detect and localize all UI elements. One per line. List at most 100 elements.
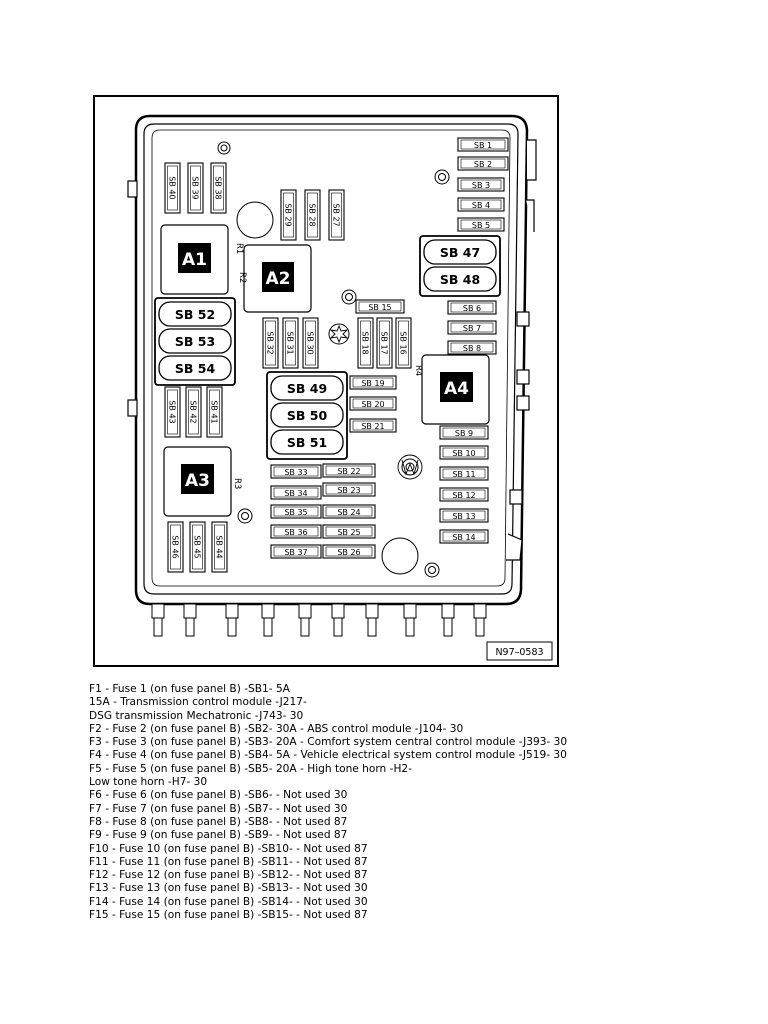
- fuse-sb19: SB 19: [349, 375, 397, 390]
- svg-text:A4: A4: [444, 379, 469, 399]
- fuse-sb41: SB 41: [206, 386, 223, 438]
- fuse-sb4: SB 4: [457, 197, 505, 212]
- legend-line: F12 - Fuse 12 (on fuse panel B) -SB12- -…: [89, 869, 368, 882]
- svg-text:SB 25: SB 25: [337, 528, 360, 537]
- svg-text:SB 34: SB 34: [284, 489, 307, 498]
- fuse-sb45: SB 45: [189, 521, 206, 573]
- fuse-sb21: SB 21: [349, 418, 397, 433]
- fuse-sb27: SB 27: [328, 189, 345, 241]
- fuse-box-inner-rim: [143, 123, 519, 595]
- fuse-panel-diagram: A1 A2 A3 A4 R1 R2 R3 R4 SB 1SB 2SB 3SB 4…: [93, 95, 559, 667]
- svg-text:SB 35: SB 35: [284, 508, 307, 517]
- svg-text:SB 20: SB 20: [361, 400, 384, 409]
- svg-text:SB 44: SB 44: [215, 535, 224, 558]
- fuse-sb48: SB 48: [423, 266, 497, 292]
- svg-text:SB 27: SB 27: [332, 203, 341, 226]
- svg-text:SB 19: SB 19: [361, 379, 384, 388]
- fuse-sb13: SB 13: [439, 508, 489, 523]
- svg-text:SB 1: SB 1: [474, 141, 492, 150]
- svg-text:SB 14: SB 14: [452, 533, 475, 542]
- vw-logo-icon: [397, 454, 423, 480]
- legend-line: F13 - Fuse 13 (on fuse panel B) -SB13- -…: [89, 882, 368, 895]
- bottom-connectors: [150, 603, 506, 637]
- fuse-sb24: SB 24: [322, 504, 376, 519]
- legend-line: F6 - Fuse 6 (on fuse panel B) -SB6- - No…: [89, 789, 348, 802]
- fuse-sb26: SB 26: [322, 544, 376, 559]
- svg-text:SB 43: SB 43: [168, 400, 177, 423]
- resistor-r1: R1: [234, 243, 244, 254]
- fuse-sb47: SB 47: [423, 239, 497, 265]
- legend-line: F1 - Fuse 1 (on fuse panel B) -SB1- 5A: [89, 683, 290, 695]
- svg-text:SB 37: SB 37: [284, 548, 307, 557]
- svg-text:SB 7: SB 7: [463, 324, 481, 333]
- fuse-sb18: SB 18: [357, 317, 374, 369]
- fuse-sb54: SB 54: [158, 355, 232, 381]
- fuse-sb36: SB 36: [270, 524, 322, 539]
- fuse-sb12: SB 12: [439, 487, 489, 502]
- svg-text:SB 54: SB 54: [175, 361, 216, 376]
- fuse-sb25: SB 25: [322, 524, 376, 539]
- fuse-sb22: SB 22: [322, 463, 376, 478]
- fuse-sb15: SB 15: [355, 299, 405, 314]
- svg-text:SB 9: SB 9: [455, 429, 473, 438]
- svg-text:SB 51: SB 51: [287, 435, 327, 450]
- fuse-sb29: SB 29: [280, 189, 297, 241]
- svg-text:SB 38: SB 38: [214, 176, 223, 199]
- svg-text:SB 5: SB 5: [472, 221, 490, 230]
- svg-text:SB 46: SB 46: [171, 535, 180, 558]
- fuse-sb30: SB 30: [302, 317, 319, 369]
- relay-a3: A3: [163, 446, 232, 517]
- svg-text:SB 11: SB 11: [452, 470, 475, 479]
- legend-line: F9 - Fuse 9 (on fuse panel B) -SB9- - No…: [89, 829, 348, 842]
- fuse-sb43: SB 43: [164, 386, 181, 438]
- legend-line: F4 - Fuse 4 (on fuse panel B) -SB4- 5A -…: [89, 749, 567, 762]
- resistor-r4: R4: [413, 365, 423, 376]
- side-clip: [127, 180, 138, 198]
- relay-a2: A2: [243, 244, 312, 313]
- legend-line: 15A - Transmission control module -J217-: [89, 696, 307, 709]
- legend-line: F5 - Fuse 5 (on fuse panel B) -SB5- 20A …: [89, 762, 412, 775]
- fuse-group: SB 1SB 2SB 3SB 4SB 5SB 6SB 7SB 8SB 9SB 1…: [154, 137, 509, 573]
- svg-text:SB 26: SB 26: [337, 548, 360, 557]
- svg-text:SB 15: SB 15: [368, 303, 391, 312]
- svg-text:SB 39: SB 39: [191, 176, 200, 199]
- svg-text:SB 13: SB 13: [452, 512, 475, 521]
- legend-line: F3 - Fuse 3 (on fuse panel B) -SB3- 20A …: [89, 736, 568, 749]
- svg-text:SB 22: SB 22: [337, 467, 360, 476]
- fuse-sb23: SB 23: [322, 482, 376, 497]
- svg-text:SB 17: SB 17: [380, 331, 389, 354]
- fuse-sb8: SB 8: [447, 340, 497, 355]
- svg-text:A1: A1: [182, 250, 207, 270]
- svg-text:A3: A3: [185, 471, 210, 491]
- svg-text:SB 2: SB 2: [474, 160, 492, 169]
- star-screw-icon: [329, 324, 349, 344]
- legend-line: F7 - Fuse 7 (on fuse panel B) -SB7- - No…: [89, 802, 348, 815]
- fuse-sb39: SB 39: [187, 162, 204, 214]
- svg-text:SB 53: SB 53: [175, 334, 215, 349]
- fuse-sb7: SB 7: [447, 320, 497, 335]
- fuse-sb49: SB 49: [270, 375, 344, 401]
- fuse-sb32: SB 32: [262, 317, 279, 369]
- fuse-sb9: SB 9: [439, 425, 489, 440]
- resistor-r3: R3: [232, 478, 242, 489]
- svg-text:SB 30: SB 30: [306, 331, 315, 354]
- side-clip: [127, 399, 138, 417]
- svg-text:SB 6: SB 6: [463, 304, 481, 313]
- fuse-sb34: SB 34: [270, 485, 322, 500]
- svg-text:A2: A2: [266, 269, 291, 289]
- legend-line: F11 - Fuse 11 (on fuse panel B) -SB11- -…: [89, 855, 368, 868]
- legend-line: F8 - Fuse 8 (on fuse panel B) -SB8- - No…: [89, 815, 348, 828]
- fuse-sb33: SB 33: [270, 464, 322, 479]
- fuse-sb37: SB 37: [270, 544, 322, 559]
- svg-text:SB 40: SB 40: [168, 176, 177, 199]
- svg-text:SB 23: SB 23: [337, 486, 360, 495]
- svg-text:SB 32: SB 32: [266, 331, 275, 354]
- fuse-sb40: SB 40: [164, 162, 181, 214]
- fuse-sb10: SB 10: [439, 445, 489, 460]
- svg-text:SB 21: SB 21: [361, 422, 384, 431]
- svg-text:SB 4: SB 4: [472, 201, 490, 210]
- legend-line: F14 - Fuse 14 (on fuse panel B) -SB14- -…: [89, 895, 368, 908]
- fuse-sb17: SB 17: [376, 317, 393, 369]
- fuse-sb5: SB 5: [457, 217, 505, 232]
